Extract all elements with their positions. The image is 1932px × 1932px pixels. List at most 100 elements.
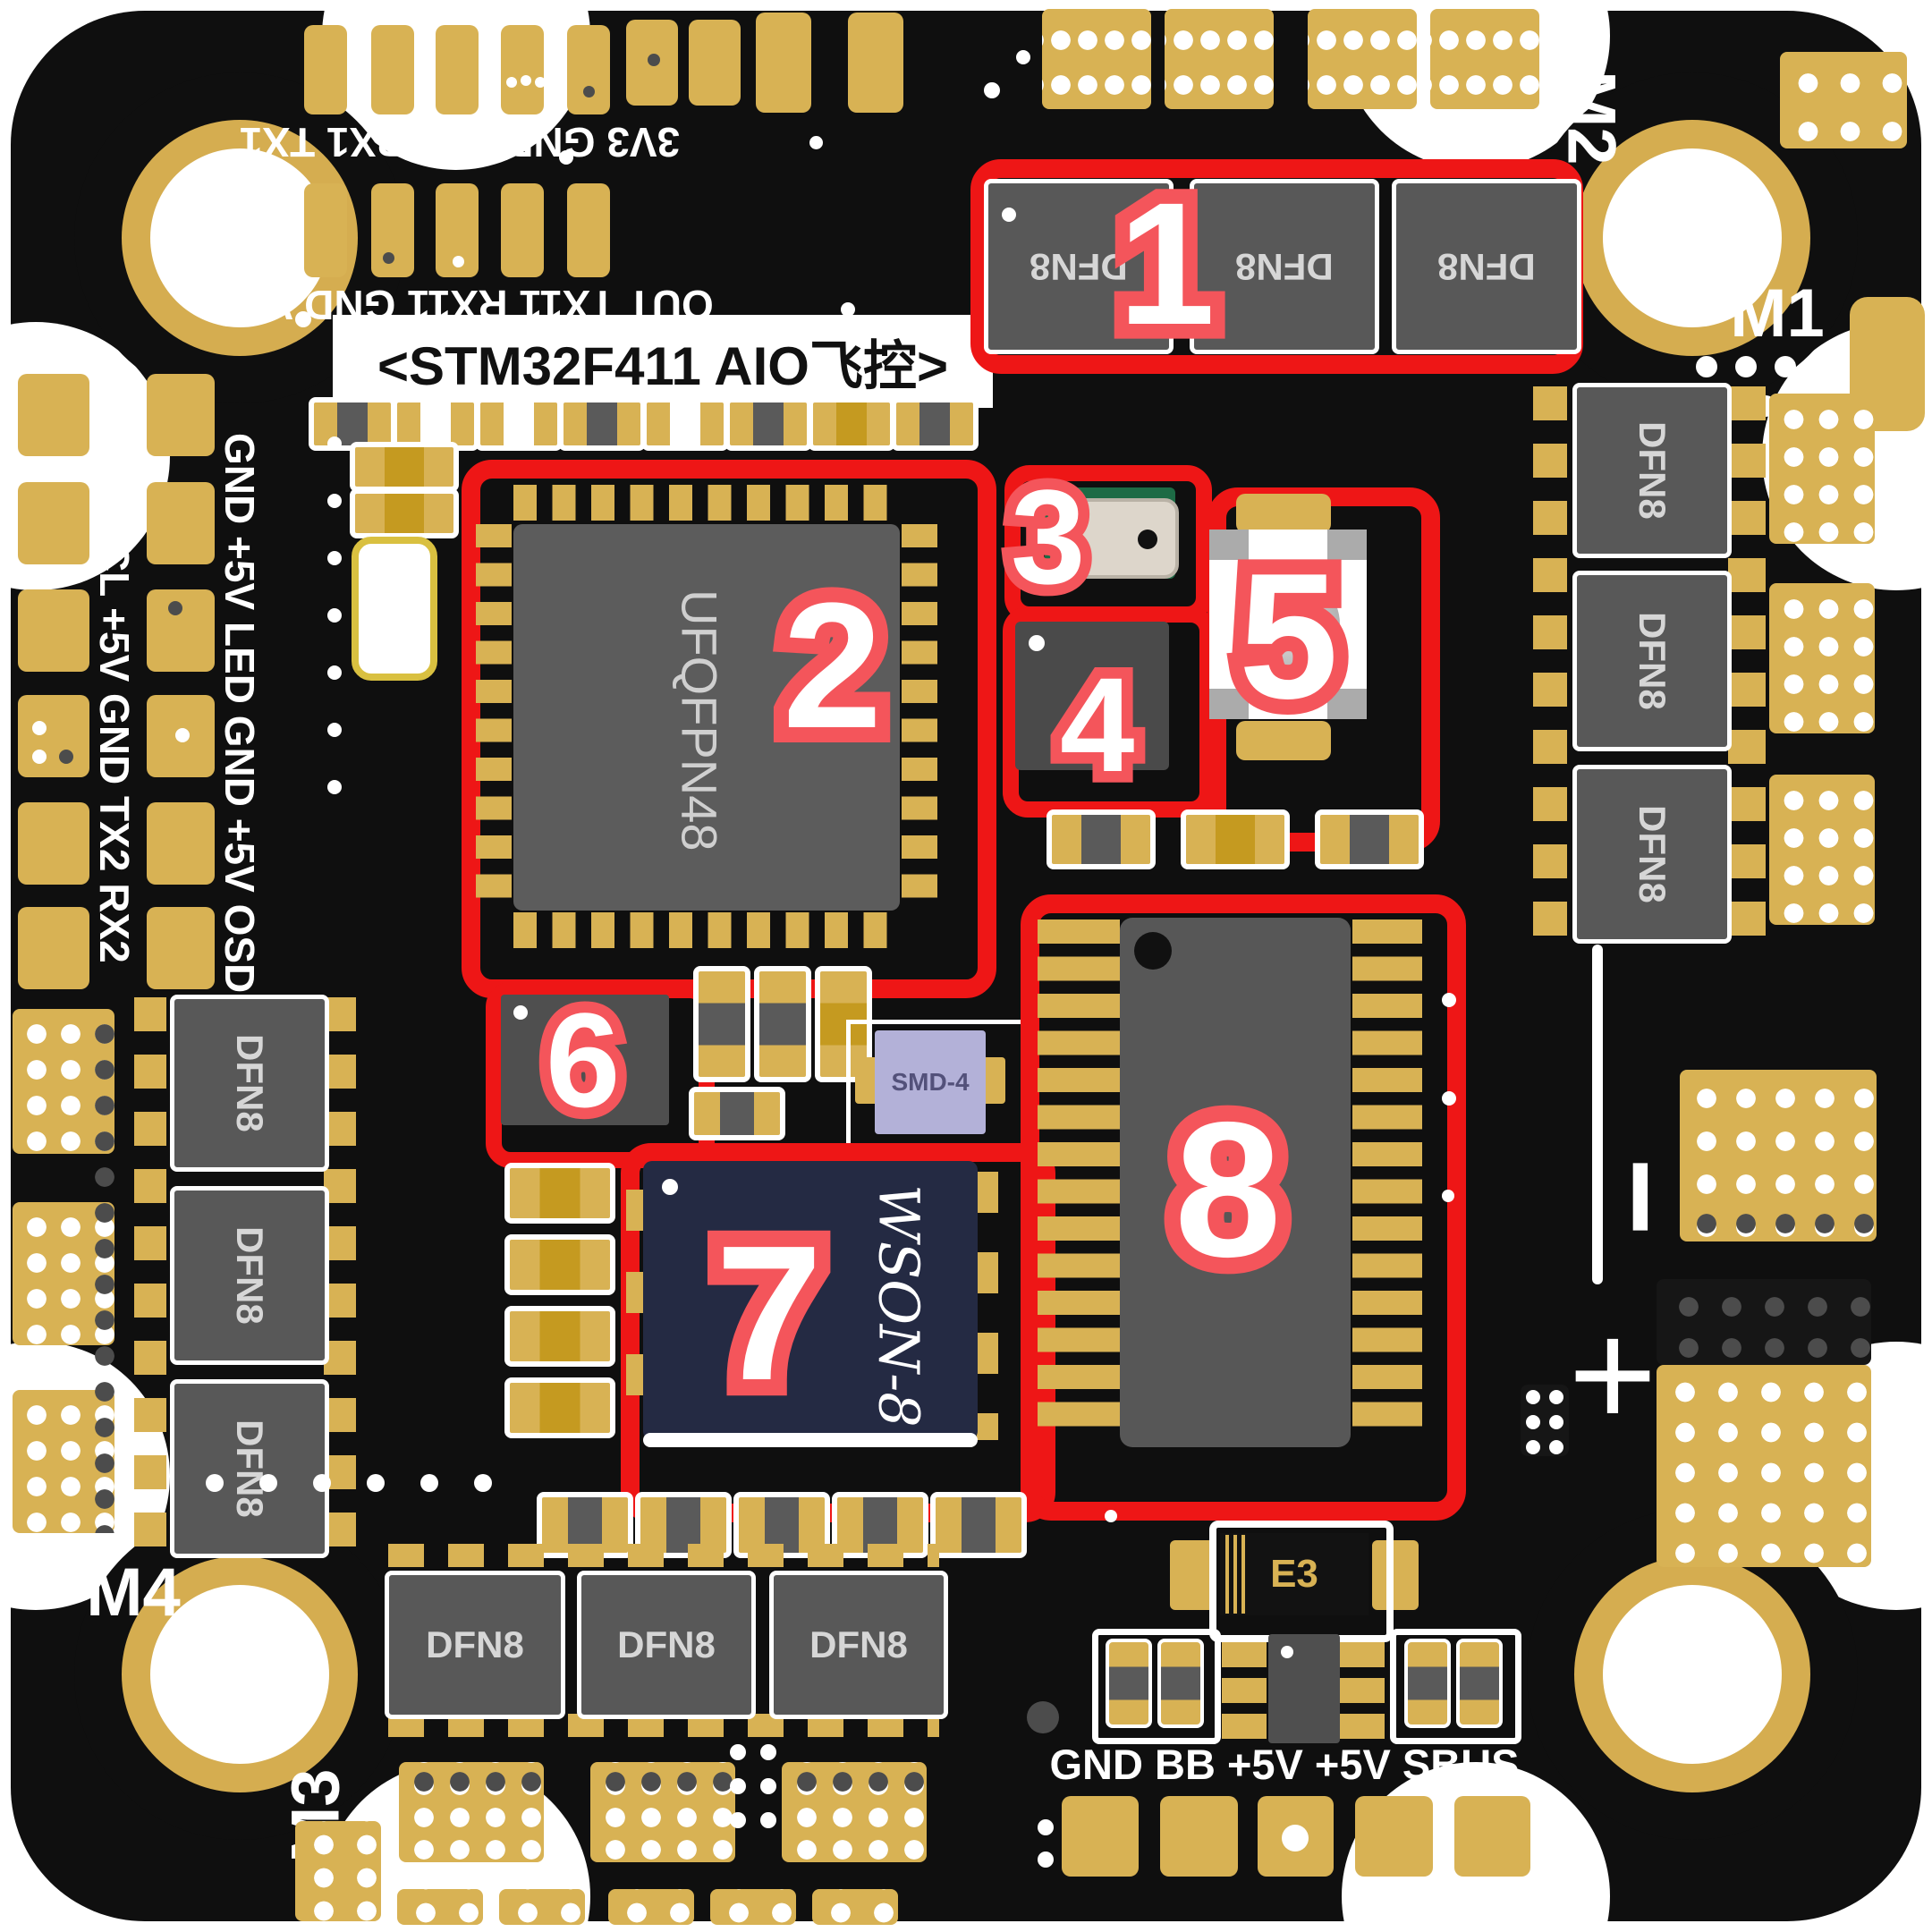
flash-pins-right [977,1172,998,1440]
esc-pad-group [1780,52,1907,148]
smd4-pad [982,1057,1005,1104]
passive [504,1163,615,1224]
mosfet-dfn8-chip: DFN8 [1190,179,1379,354]
motor3-dark-holes [590,1762,735,1794]
edge-pad-group [608,1889,694,1925]
passive [504,1377,615,1438]
via [1549,1415,1563,1429]
annotation-box-8 [1021,894,1466,1521]
mosfet-dfn8-chip: DFN8 [1392,179,1581,354]
fet-stub-pads [324,997,356,1547]
via [1526,1415,1540,1429]
left-pad-tx2 [18,802,89,885]
via [327,551,342,565]
passive-group-outline [1092,1629,1221,1744]
sot23-body [1268,1634,1340,1743]
chip-label: DFN8 [229,1226,271,1325]
passive [815,966,872,1082]
via [1002,208,1016,222]
via [1016,50,1030,64]
sot-pads-left [1222,1642,1267,1739]
via [1038,1819,1054,1835]
passive [724,397,812,451]
bottom-pad-sbus [1454,1796,1530,1877]
via [1526,1390,1540,1404]
edge-pad-group [710,1889,796,1925]
motor3-dark-holes [782,1762,927,1794]
via [730,1812,746,1828]
via [506,77,517,88]
via [1282,1825,1309,1852]
left-pad-gnd [18,695,89,777]
left-pad-scl [18,482,89,564]
mcu-package-label: UFQFPN48 [671,589,728,852]
sot-pads-right [1340,1642,1385,1739]
fet-stub-pads [388,1544,939,1567]
via [535,77,546,88]
top-pad [848,13,903,113]
via [59,750,73,764]
passive [1046,809,1156,869]
passive [689,1087,785,1140]
via [327,436,342,451]
bottom-pad-bb [1160,1796,1238,1877]
mosfet-dfn8-chip: DFN8 [385,1571,565,1719]
left-pad-osd [147,907,215,989]
chip-label: DFN8 [229,1419,271,1518]
via [1549,1440,1563,1454]
via [453,256,464,267]
via [295,311,311,327]
flash-package-label: WSON-8 [866,1184,932,1428]
chip-label: DFN8 [809,1623,908,1665]
motor4-dark-holes [80,1013,116,1533]
mosfet-dfn8-chip: DFN8 [1572,383,1732,558]
top-row1-labels: 3V3 GND +5V RX1 TX1 [239,119,681,165]
battery-pad-dark-holes [1680,1199,1877,1241]
passive [891,397,979,451]
pin1-marker [1134,932,1172,970]
component5-pad-top [1236,494,1331,533]
via [583,86,595,97]
passive [1315,809,1424,869]
board-title: <STM32F411 AIO飞控> [333,315,993,408]
passive [350,488,459,538]
component5-pad-bottom [1236,721,1331,760]
mosfet-dfn8-chip: DFN8 [984,179,1174,354]
via [559,150,573,165]
top-pad-gnd [501,25,544,114]
via [1038,1852,1054,1868]
via [730,1778,746,1794]
left-pad-5v2-inner [147,802,215,885]
mosfet-dfn8-chip: DFN8 [1572,765,1732,944]
mcu-pins-top [513,485,900,521]
edge-pad-group [499,1889,585,1925]
passive [808,397,895,451]
top-pad-gnd2 [501,183,544,277]
left-pad-5v [18,589,89,672]
corner-label-m1: M1 [1730,275,1825,352]
passive [1404,1639,1451,1728]
via [760,1812,776,1828]
smd4-pad [855,1057,878,1104]
fet-stub-pads [1728,386,1766,936]
edge-pad-group [295,1821,381,1921]
passive [1456,1639,1503,1728]
mosfet-dfn8-chip: DFN8 [170,1379,329,1558]
via [1814,356,1835,377]
chip-label: DFN8 [426,1623,524,1665]
crystal [352,537,437,681]
osd-pins-right [1352,919,1422,1438]
passive [693,966,750,1082]
via [327,723,342,737]
passive [504,1234,615,1295]
component6-body [501,995,669,1125]
esc-pad-group [1308,9,1417,109]
component5-tab [1209,689,1249,719]
chip-label: DFN8 [1030,246,1128,288]
via [1027,1701,1059,1733]
flash-bottom-strip [643,1433,978,1447]
via [367,1474,385,1492]
chip-label: DFN8 [1631,805,1674,903]
via [1696,356,1717,377]
passive [350,442,459,492]
